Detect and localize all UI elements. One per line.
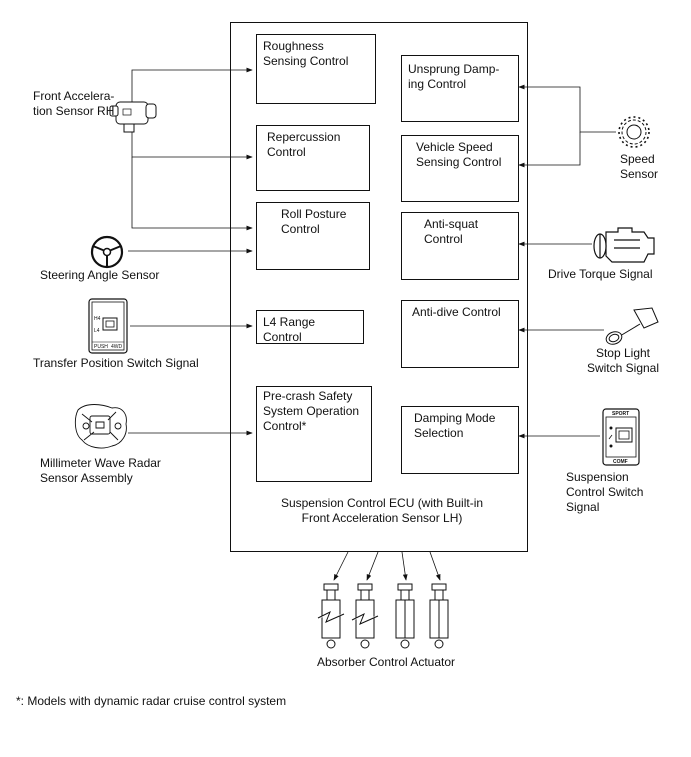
line-speed-unsprung — [518, 84, 616, 133]
millimeter-wave-radar-label: Millimeter Wave Radar Sensor Assembly — [40, 456, 161, 485]
repercussion-control-box: Repercussion Control — [256, 125, 370, 191]
precrash-safety-control-box: Pre-crash Safety System Operation Contro… — [256, 386, 372, 482]
suspension-control-switch-label: Suspension Control Switch Signal — [566, 470, 644, 514]
precrash-safety-control-label: Pre-crash Safety System Operation Contro… — [263, 389, 360, 433]
steering-wheel-icon — [90, 235, 124, 269]
vehicle-speed-sensing-control-box: Vehicle Speed Sensing Control — [401, 135, 519, 202]
suspension-ecu-block — [230, 22, 528, 552]
transfer-position-switch-label: Transfer Position Switch Signal — [33, 356, 199, 370]
anti-dive-control-box: Anti-dive Control — [401, 300, 519, 368]
line-ecu-actuator-3 — [401, 551, 408, 581]
l4-range-control-box: L4 Range Control — [256, 310, 364, 344]
front-acceleration-sensor-icon — [109, 101, 157, 133]
repercussion-control-label: Repercussion Control — [267, 130, 341, 159]
steering-angle-sensor-label: Steering Angle Sensor — [40, 268, 160, 282]
unsprung-damping-control-box: Unsprung Damp- ing Control — [401, 55, 519, 122]
ecu-caption: Suspension Control ECU (with Built-in Fr… — [280, 496, 484, 525]
speed-sensor-label: Speed Sensor — [620, 152, 659, 181]
anti-squat-control-box: Anti-squat Control — [401, 212, 519, 280]
transfer-switch-icon: H4 L4 PUSH 4WD — [88, 298, 128, 354]
anti-squat-control-label: Anti-squat Control — [424, 217, 479, 246]
unsprung-damping-control-label: Unsprung Damp- ing Control — [408, 62, 500, 91]
damping-mode-selection-label: Damping Mode Selection — [414, 411, 496, 440]
transfer-switch-push-text: PUSH — [94, 344, 108, 350]
roll-posture-control-label: Roll Posture Control — [281, 207, 347, 236]
suspension-switch-icon: SPORT COMF — [602, 408, 640, 466]
absorber-actuators-icon — [317, 583, 449, 649]
speed-sensor-icon — [618, 116, 650, 148]
absorber-control-actuator-label: Absorber Control Actuator — [316, 655, 456, 669]
footnote: *: Models with dynamic radar cruise cont… — [16, 694, 287, 708]
brake-pedal-icon — [605, 307, 659, 345]
anti-dive-control-label: Anti-dive Control — [412, 305, 501, 319]
engine-icon — [593, 227, 655, 263]
line-front-accel-roughness — [131, 67, 253, 108]
transfer-switch-4wd-text: 4WD — [111, 344, 123, 350]
l4-range-control-label: L4 Range Control — [263, 315, 316, 344]
line-ecu-actuator-2 — [366, 551, 379, 581]
front-acceleration-sensor-label: Front Accelera- tion Sensor RH — [33, 89, 115, 118]
damping-mode-selection-box: Damping Mode Selection — [401, 406, 519, 474]
line-ecu-actuator-1 — [333, 551, 349, 581]
vehicle-speed-sensing-control-label: Vehicle Speed Sensing Control — [416, 140, 502, 169]
suspension-switch-sport-text: SPORT — [612, 411, 629, 417]
drive-torque-signal-label: Drive Torque Signal — [548, 267, 653, 281]
line-front-accel-roll — [131, 157, 253, 231]
suspension-switch-comf-text: COMF — [613, 459, 628, 465]
stop-light-switch-label: Stop Light Switch Signal — [586, 346, 660, 375]
transfer-switch-h4-text: H4 — [94, 316, 101, 322]
transfer-switch-l4-text: L4 — [94, 328, 100, 334]
line-ecu-actuator-4 — [429, 551, 441, 581]
line-speed-vehicle-speed — [518, 132, 581, 168]
roll-posture-control-box: Roll Posture Control — [256, 202, 370, 270]
radar-sensor-icon — [74, 404, 127, 449]
roughness-sensing-control-box: Roughness Sensing Control — [256, 34, 376, 104]
roughness-sensing-control-label: Roughness Sensing Control — [263, 39, 349, 68]
